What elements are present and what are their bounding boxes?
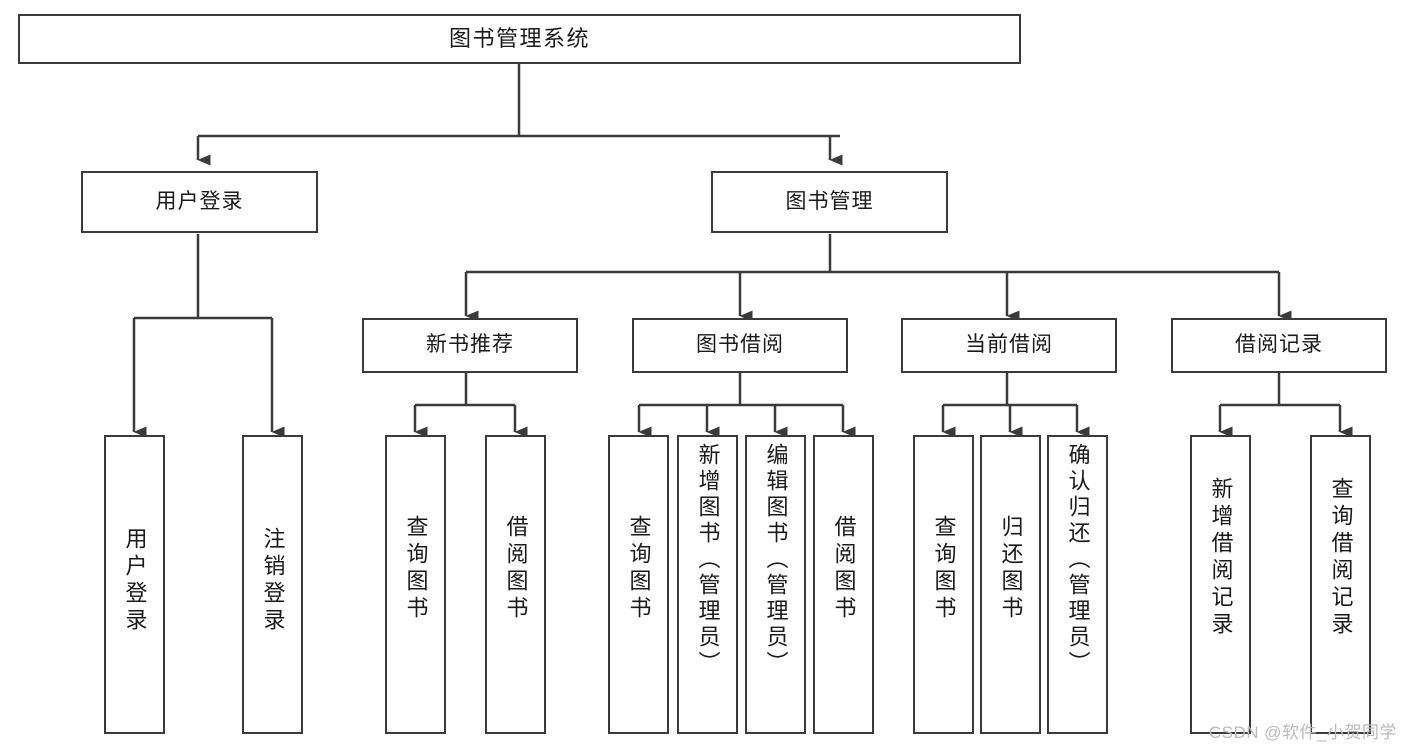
node-leaf-borrow-book-2[interactable]: 借阅图书 xyxy=(813,435,874,734)
node-leaf-add-record[interactable]: 新增借阅记录 xyxy=(1190,435,1251,734)
node-leaf-add-record-label: 新增借阅记录 xyxy=(1208,477,1234,639)
node-leaf-confirm-return[interactable]: 确认归还（管理员） xyxy=(1047,435,1108,734)
node-leaf-borrow-book-2-label: 借阅图书 xyxy=(831,515,857,623)
node-book-borrow-label: 图书借阅 xyxy=(696,333,784,357)
node-root[interactable]: 图书管理系统 xyxy=(18,14,1021,64)
node-leaf-return-book-label: 归还图书 xyxy=(998,515,1024,623)
node-leaf-query-book-1[interactable]: 查询图书 xyxy=(385,435,446,734)
node-leaf-add-book-label: 新增图书（管理员） xyxy=(695,443,721,677)
node-leaf-query-book-1-label: 查询图书 xyxy=(403,515,429,623)
node-leaf-borrow-book-1-label: 借阅图书 xyxy=(503,515,529,623)
node-leaf-query-book-3[interactable]: 查询图书 xyxy=(913,435,974,734)
node-user-login-label: 用户登录 xyxy=(155,189,244,213)
node-new-book-recommend-label: 新书推荐 xyxy=(426,333,514,357)
node-current-borrow[interactable]: 当前借阅 xyxy=(901,318,1117,373)
watermark-text: CSDN @软件_小贺同学 xyxy=(1208,723,1397,742)
node-book-borrow[interactable]: 图书借阅 xyxy=(632,318,848,373)
node-book-management-label: 图书管理 xyxy=(785,189,874,213)
node-leaf-confirm-return-label: 确认归还（管理员） xyxy=(1065,443,1091,677)
node-leaf-query-book-3-label: 查询图书 xyxy=(931,515,957,623)
node-leaf-user-logout-label: 注销登录 xyxy=(260,527,286,635)
node-user-login[interactable]: 用户登录 xyxy=(81,171,318,233)
node-leaf-query-book-2[interactable]: 查询图书 xyxy=(608,435,669,734)
node-current-borrow-label: 当前借阅 xyxy=(965,333,1053,357)
node-borrow-record[interactable]: 借阅记录 xyxy=(1171,318,1387,373)
node-leaf-return-book[interactable]: 归还图书 xyxy=(980,435,1041,734)
node-leaf-user-login[interactable]: 用户登录 xyxy=(104,435,165,734)
node-leaf-user-login-label: 用户登录 xyxy=(122,527,148,635)
node-leaf-user-logout[interactable]: 注销登录 xyxy=(242,435,303,734)
node-root-label: 图书管理系统 xyxy=(448,26,590,52)
node-leaf-edit-book[interactable]: 编辑图书（管理员） xyxy=(745,435,806,734)
node-book-management[interactable]: 图书管理 xyxy=(711,171,948,233)
node-leaf-borrow-book-1[interactable]: 借阅图书 xyxy=(485,435,546,734)
node-leaf-query-record[interactable]: 查询借阅记录 xyxy=(1310,435,1371,734)
node-leaf-edit-book-label: 编辑图书（管理员） xyxy=(763,443,789,677)
node-leaf-query-record-label: 查询借阅记录 xyxy=(1328,477,1354,639)
node-new-book-recommend[interactable]: 新书推荐 xyxy=(362,318,578,373)
node-leaf-query-book-2-label: 查询图书 xyxy=(626,515,652,623)
node-borrow-record-label: 借阅记录 xyxy=(1235,333,1323,357)
node-leaf-add-book[interactable]: 新增图书（管理员） xyxy=(677,435,738,734)
